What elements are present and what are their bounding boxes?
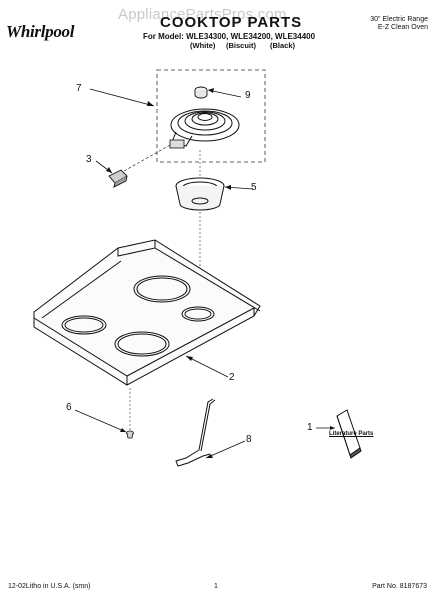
model-line: For Model: WLE34300, WLE34200, WLE34400 [143, 32, 316, 41]
range-type: 30" Electric Range E-Z Clean Oven [370, 16, 428, 32]
callout-2: 2 [229, 372, 235, 383]
burner-opening-front-left [61, 315, 107, 335]
receptacle [108, 169, 128, 188]
burner-opening-rear-left [133, 275, 191, 303]
receptacle-dashline [123, 144, 171, 172]
support-rod [175, 398, 216, 467]
color-black: (Black) [270, 41, 296, 50]
terminal-block [169, 139, 185, 149]
callout-3: 3 [86, 154, 92, 165]
footer-page-number: 1 [214, 583, 218, 590]
footer-part-number: Part No. 8187673 [372, 583, 427, 590]
callout-5: 5 [251, 182, 257, 193]
burner-opening-rear-right [181, 306, 215, 322]
literature-parts-label: Literature Parts [329, 431, 374, 437]
leader-lines [74, 88, 335, 459]
page-title: COOKTOP PARTS [160, 14, 303, 31]
burner-opening-front-right [114, 331, 170, 357]
callout-9: 9 [245, 90, 251, 101]
cooktop-panel [33, 239, 261, 386]
literature-booklet [336, 409, 362, 459]
range-type-line-1: 30" Electric Range [370, 16, 428, 23]
footer-litho: 12-02Litho in U.S.A. (smn) [8, 583, 91, 590]
range-type-line-2: E-Z Clean Oven [377, 24, 428, 31]
color-white: (White) [190, 41, 216, 50]
whirlpool-logo: Whirlpool [6, 22, 75, 41]
callout-7: 7 [76, 83, 82, 94]
watermark: AppliancePartsPros.com [118, 6, 287, 23]
callout-8: 8 [246, 434, 252, 445]
surface-element [170, 108, 240, 147]
element-terminal [194, 86, 208, 99]
color-biscuit: (Biscuit) [226, 41, 256, 50]
callout-6: 6 [66, 402, 72, 413]
screw [126, 430, 134, 439]
drip-bowl [175, 177, 225, 211]
element-group-box [156, 69, 266, 163]
callout-1: 1 [307, 422, 313, 433]
arrowheads [106, 88, 335, 458]
